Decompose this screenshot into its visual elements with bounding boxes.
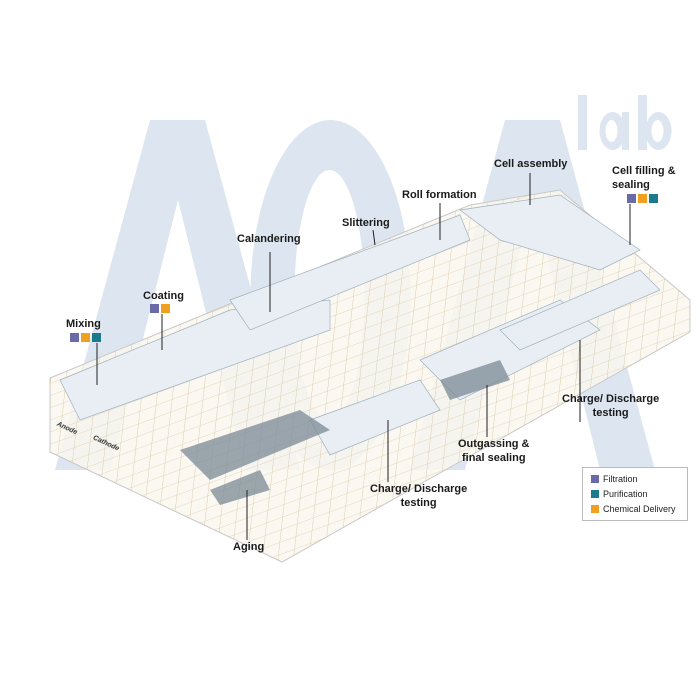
station-mixing: Mixing: [66, 318, 101, 330]
station-slittering: Slittering: [342, 217, 390, 229]
legend-label: Chemical Delivery: [603, 504, 676, 514]
label-line: final sealing: [461, 452, 526, 464]
label-line: sealing: [612, 179, 650, 191]
swatch: [591, 475, 599, 483]
filtration-marker: [150, 304, 159, 313]
equipment: [59, 194, 661, 456]
station-outgassing: Outgassing & final sealing: [458, 437, 530, 465]
legend-item-filtration: Filtration: [591, 473, 638, 485]
label-line: Cell filling &: [612, 165, 676, 177]
label-line: Charge/ Discharge: [562, 393, 660, 405]
legend: Filtration Purification Chemical Deliver…: [582, 467, 688, 521]
purification-marker: [92, 333, 101, 342]
legend-item-chemical-delivery: Chemical Delivery: [591, 503, 676, 515]
chemical-delivery-marker: [161, 304, 170, 313]
label-line: testing: [400, 497, 437, 509]
label-line: testing: [592, 407, 629, 419]
station-cell-assembly: Cell assembly: [494, 158, 568, 170]
filtration-marker: [70, 333, 79, 342]
legend-item-purification: Purification: [591, 488, 648, 500]
leader-lines: [96, 173, 631, 540]
station-charge-discharge-right: Charge/ Discharge testing: [562, 392, 659, 420]
swatch: [591, 490, 599, 498]
chemical-delivery-marker: [81, 333, 90, 342]
station-roll-formation: Roll formation: [402, 189, 477, 201]
aging-racks: [180, 360, 510, 505]
filtration-marker: [627, 194, 636, 203]
station-cell-filling: Cell filling & sealing: [612, 164, 676, 192]
label-line: Outgassing &: [458, 438, 530, 450]
station-calandering: Calandering: [237, 233, 301, 245]
legend-label: Filtration: [603, 474, 638, 484]
station-aging: Aging: [233, 541, 265, 553]
purification-marker: [649, 194, 658, 203]
swatch: [591, 505, 599, 513]
label-line: Charge/ Discharge: [370, 483, 468, 495]
station-charge-discharge-center: Charge/ Discharge testing: [370, 482, 467, 510]
station-coating: Coating: [143, 290, 184, 302]
chemical-delivery-marker: [638, 194, 647, 203]
legend-label: Purification: [603, 489, 648, 499]
